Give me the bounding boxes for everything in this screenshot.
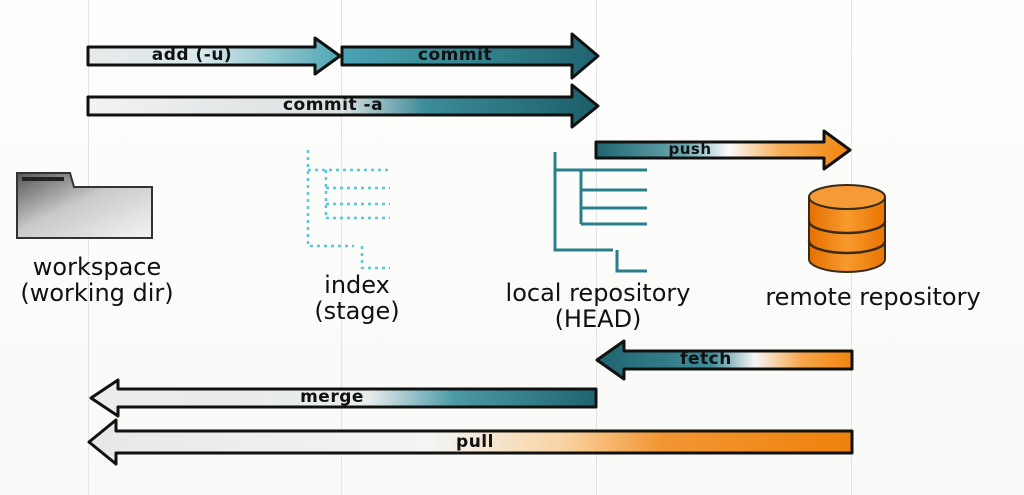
stage-tree-icon xyxy=(306,150,390,270)
commit-a-arrow-label: commit -a xyxy=(282,95,384,115)
index-title: index xyxy=(324,271,390,299)
fetch-arrow xyxy=(595,339,854,381)
pull-arrow xyxy=(87,418,854,466)
commit-arrow xyxy=(340,32,600,80)
workspace-title: workspace xyxy=(32,253,162,281)
workspace-label: workspace (working dir) xyxy=(20,253,174,307)
local-repository-subtitle: (HEAD) xyxy=(554,304,642,333)
workspace-subtitle: (working dir) xyxy=(20,278,174,307)
add-arrow-label: add (-u) xyxy=(151,45,233,65)
column-line-local xyxy=(596,0,597,495)
database-icon xyxy=(807,184,887,273)
add-arrow xyxy=(86,36,342,76)
index-subtitle: (stage) xyxy=(314,296,400,325)
local-repository-title: local repository xyxy=(505,279,691,307)
merge-arrow xyxy=(89,378,598,418)
push-arrow-label: push xyxy=(668,140,712,158)
fetch-arrow-label: fetch xyxy=(680,349,732,369)
commit-a-arrow xyxy=(86,83,600,129)
column-line-workspace xyxy=(88,0,89,495)
commit-arrow-label: commit xyxy=(417,45,493,65)
repository-tree-icon xyxy=(553,152,647,273)
folder-icon xyxy=(16,172,153,239)
merge-arrow-label: merge xyxy=(300,387,364,407)
remote-repository-label: remote repository xyxy=(765,283,981,311)
index-label: index (stage) xyxy=(314,271,400,325)
column-line-index xyxy=(341,0,342,495)
remote-repository-title: remote repository xyxy=(765,283,981,311)
pull-arrow-label: pull xyxy=(456,432,494,452)
push-arrow xyxy=(594,129,852,171)
local-repository-label: local repository (HEAD) xyxy=(505,279,691,333)
